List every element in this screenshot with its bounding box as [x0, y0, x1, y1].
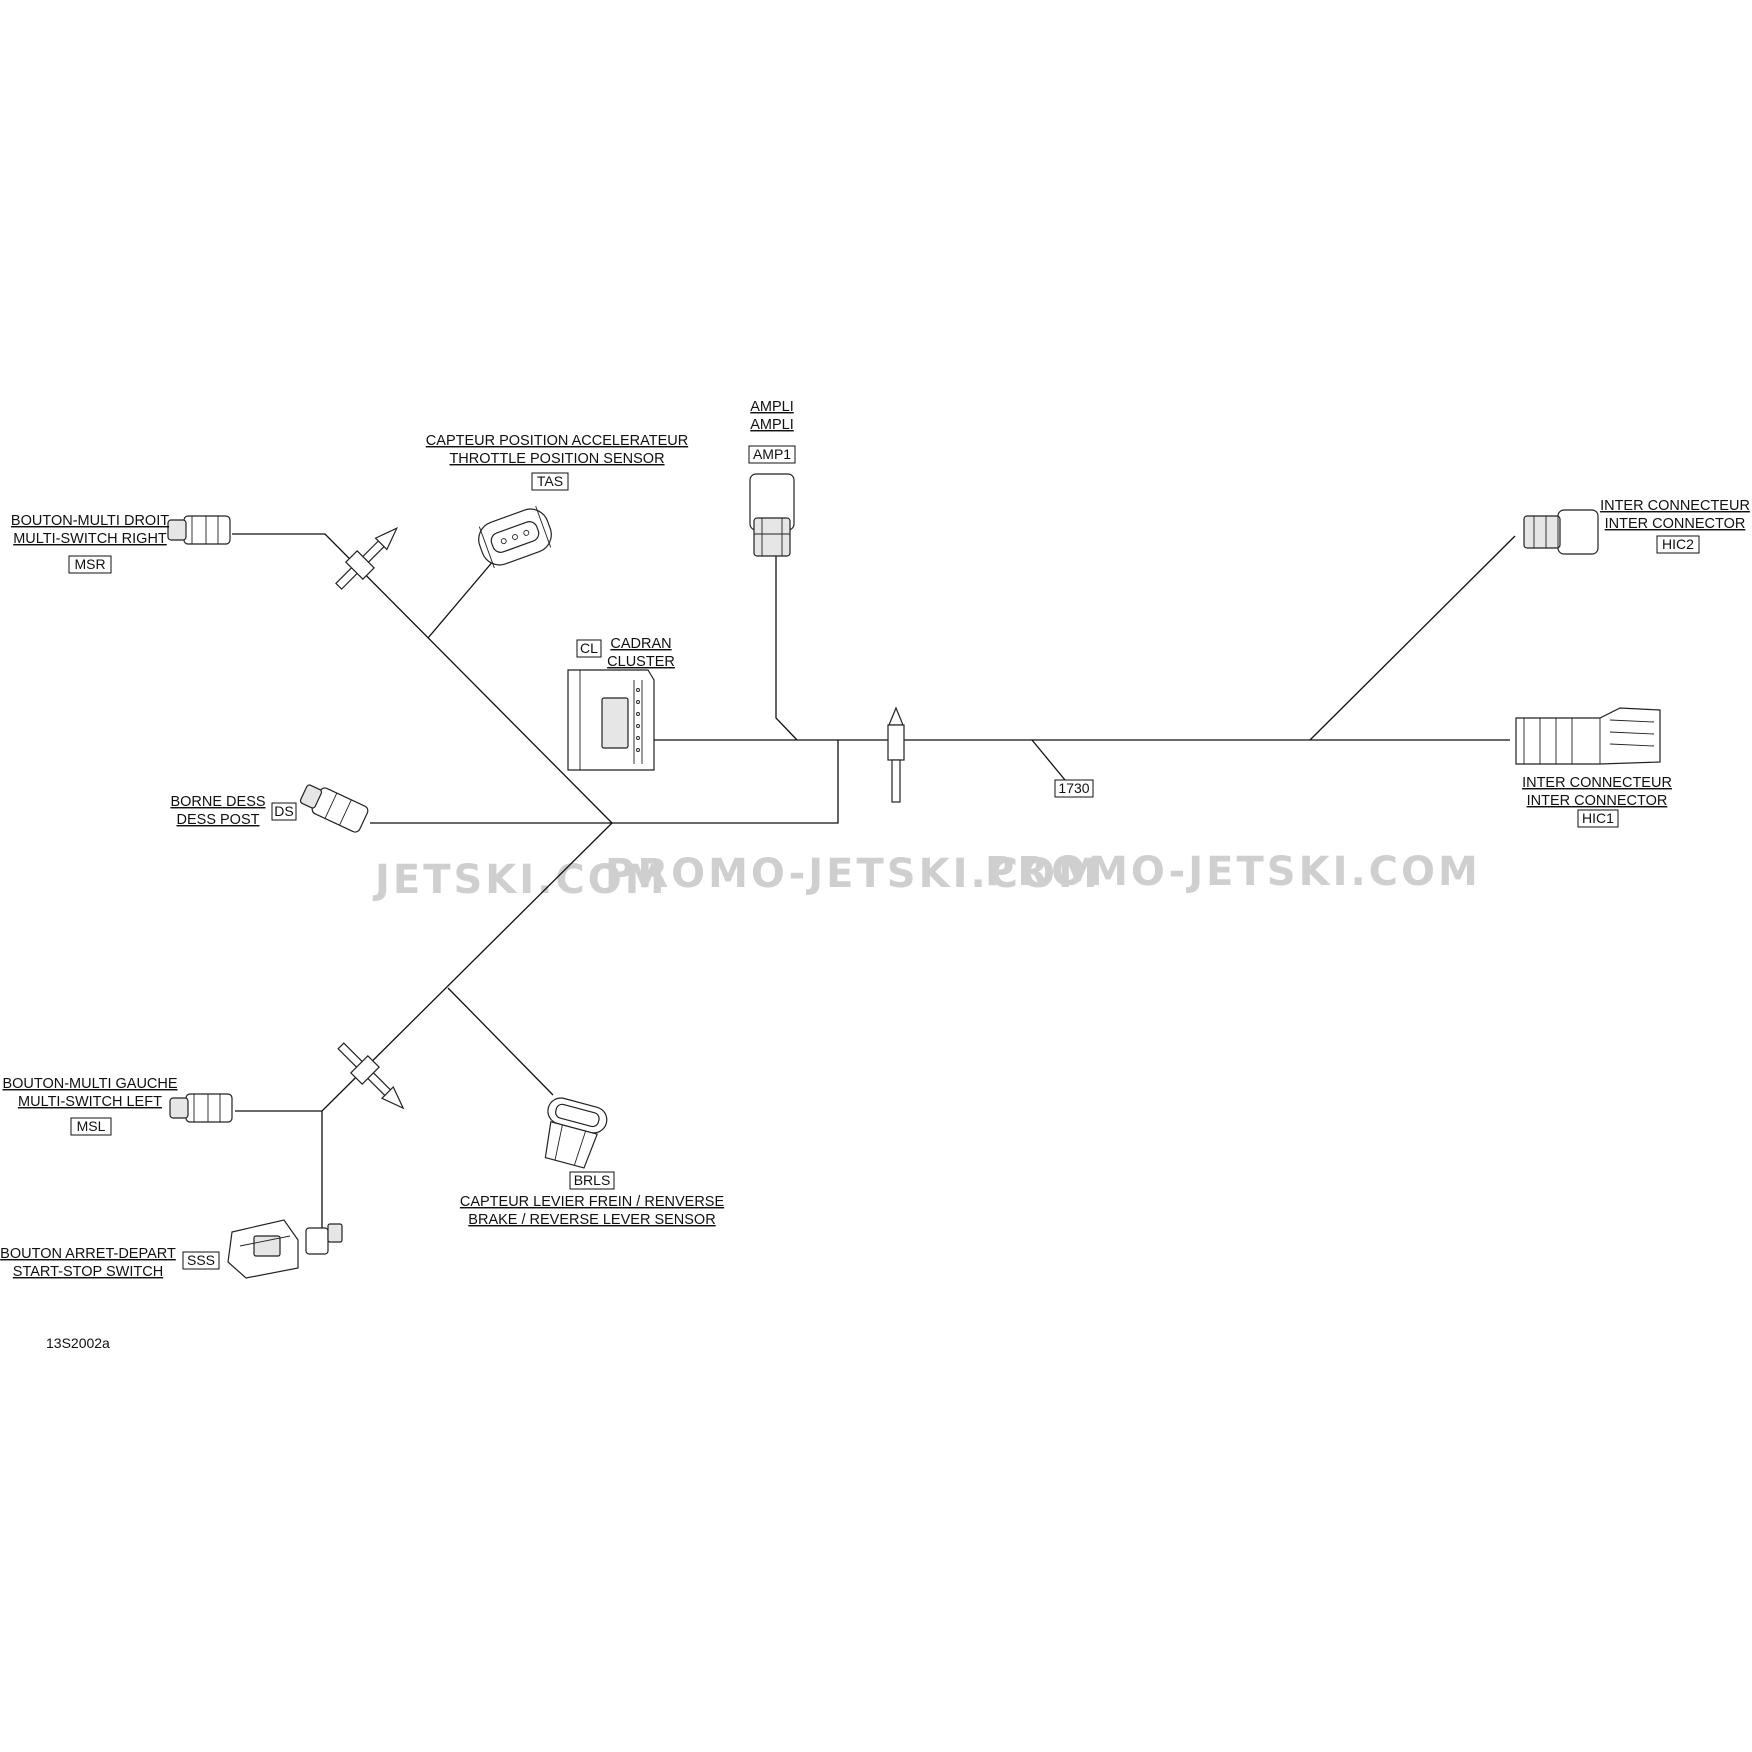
- label-msl: BOUTON-MULTI GAUCHE MULTI-SWITCH LEFT MS…: [2, 1076, 178, 1136]
- code-ds: DS: [274, 803, 293, 819]
- label-brls: BRLS CAPTEUR LEVIER FREIN / RENVERSE BRA…: [460, 1171, 725, 1228]
- clip-upper: [335, 526, 399, 590]
- label-hic2: INTER CONNECTEUR INTER CONNECTOR HIC2: [1600, 498, 1750, 554]
- harness-clips: [335, 526, 905, 1110]
- code-box-amp1: [748, 445, 796, 464]
- label-hic1-en: INTER CONNECTOR: [1527, 793, 1668, 809]
- label-brls-en: BRAKE / REVERSE LEVER SENSOR: [468, 1212, 715, 1228]
- label-sss-en: START-STOP SWITCH: [13, 1264, 163, 1280]
- code-box-tas: [531, 472, 569, 491]
- connector-msr: [167, 515, 231, 545]
- watermark-2: PROMO-JETSKI.COM: [605, 851, 1101, 897]
- label-hic1: INTER CONNECTEUR INTER CONNECTOR HIC1: [1522, 775, 1672, 828]
- code-box-hic1: [1577, 809, 1619, 828]
- wire-branch-down: [612, 740, 839, 824]
- connector-amp1: [749, 473, 795, 557]
- label-sss-fr: BOUTON ARRET-DEPART: [0, 1246, 176, 1262]
- connector-hic2: [1523, 509, 1599, 555]
- code-box-sss: [182, 1251, 220, 1270]
- wire-msr: [232, 533, 613, 824]
- label-hic2-en: INTER CONNECTOR: [1605, 516, 1746, 532]
- wire-brls: [447, 987, 554, 1096]
- label-amp1-fr: AMPLI: [750, 399, 794, 415]
- code-sss: SSS: [187, 1252, 215, 1268]
- figure-reference: 13S2002a: [46, 1335, 110, 1351]
- label-tas-fr: CAPTEUR POSITION ACCELERATEUR: [426, 433, 688, 449]
- wire-hic2: [1309, 535, 1516, 741]
- watermark-1: JETSKI.COM: [372, 857, 668, 903]
- wire-amp1: [775, 556, 798, 741]
- label-msl-en: MULTI-SWITCH LEFT: [18, 1094, 162, 1110]
- label-msr-en: MULTI-SWITCH RIGHT: [13, 531, 167, 547]
- code-box-msr: [68, 555, 112, 574]
- label-msr-fr: BOUTON-MULTI DROIT: [11, 513, 169, 529]
- wire-1730-leader: [1031, 739, 1066, 781]
- label-cl: CL CADRAN CLUSTER: [576, 636, 675, 670]
- label-msr: BOUTON-MULTI DROIT MULTI-SWITCH RIGHT MS…: [11, 513, 169, 574]
- code-msl: MSL: [77, 1118, 106, 1134]
- label-hic1-fr: INTER CONNECTEUR: [1522, 775, 1672, 791]
- label-amp1: AMPLI AMPLI AMP1: [748, 399, 796, 464]
- connector-ds: [299, 784, 369, 833]
- label-tas-en: THROTTLE POSITION SENSOR: [449, 451, 664, 467]
- code-box-1730: [1054, 779, 1094, 798]
- watermark-3: PROMO-JETSKI.COM: [985, 849, 1481, 895]
- label-amp1-en: AMPLI: [750, 417, 794, 433]
- code-box-msl: [70, 1117, 112, 1136]
- connector-hic1: [1515, 707, 1661, 765]
- connector-cl: [567, 669, 655, 771]
- code-cl: CL: [580, 640, 598, 656]
- label-cl-en: CLUSTER: [607, 654, 675, 670]
- wire-msl: [235, 1110, 323, 1232]
- connector-sss: [227, 1219, 343, 1279]
- label-tas: CAPTEUR POSITION ACCELERATEUR THROTTLE P…: [426, 433, 688, 491]
- watermarks: JETSKI.COM PROMO-JETSKI.COM PROMO-JETSKI…: [372, 849, 1481, 903]
- code-brls: BRLS: [574, 1172, 611, 1188]
- connector-msl: [169, 1093, 233, 1123]
- code-hic1: HIC1: [1582, 810, 1614, 826]
- label-cl-fr: CADRAN: [610, 636, 671, 652]
- code-box-hic2: [1656, 535, 1700, 554]
- label-msl-fr: BOUTON-MULTI GAUCHE: [2, 1076, 177, 1092]
- label-brls-fr: CAPTEUR LEVIER FREIN / RENVERSE: [460, 1194, 725, 1210]
- code-amp1: AMP1: [753, 446, 791, 462]
- label-ds-fr: BORNE DESS: [170, 794, 265, 810]
- code-1730: 1730: [1058, 780, 1089, 796]
- code-hic2: HIC2: [1662, 536, 1694, 552]
- connector-brls: [544, 1097, 608, 1169]
- label-hic2-fr: INTER CONNECTEUR: [1600, 498, 1750, 514]
- wire-tas: [427, 552, 501, 639]
- clip-lower: [337, 1042, 405, 1110]
- code-box-brls: [569, 1171, 615, 1190]
- label-sss: BOUTON ARRET-DEPART START-STOP SWITCH SS…: [0, 1246, 220, 1280]
- code-msr: MSR: [74, 556, 105, 572]
- label-1730: 1730: [1054, 779, 1094, 798]
- code-box-cl: [576, 639, 602, 658]
- code-tas: TAS: [537, 473, 563, 489]
- clip-trunk: [887, 706, 905, 803]
- code-box-ds: [271, 802, 297, 821]
- label-ds: BORNE DESS DESS POST DS: [170, 794, 297, 828]
- label-ds-en: DESS POST: [177, 812, 260, 828]
- connector-tas: [478, 505, 552, 569]
